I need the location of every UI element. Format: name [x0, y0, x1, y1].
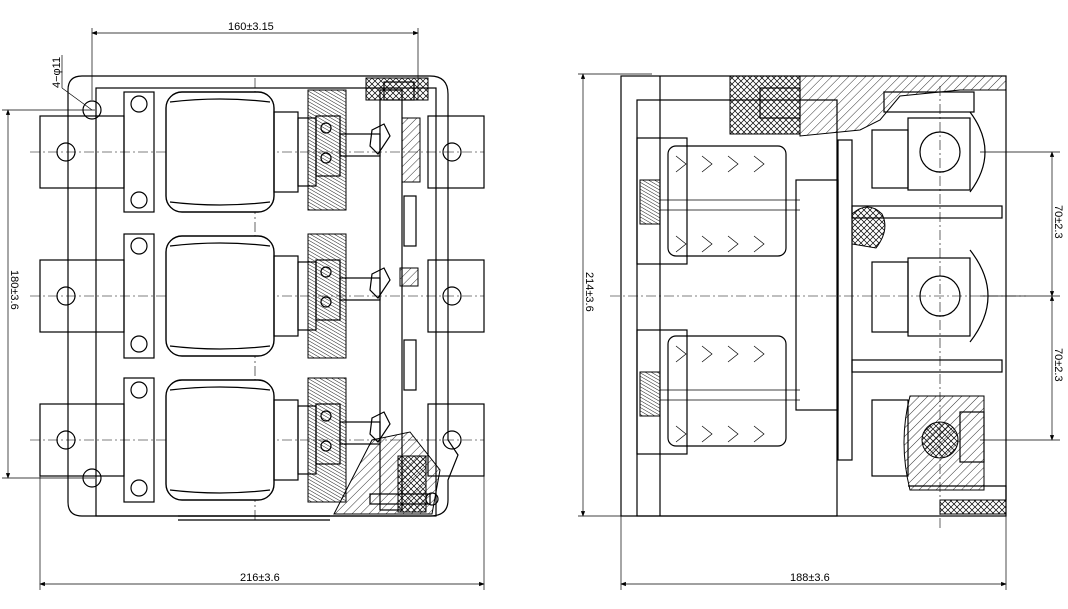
dim-height-side-label: 214±3.6	[583, 272, 595, 312]
aux-block-upper	[636, 137, 800, 265]
pole-row-3	[30, 377, 484, 503]
side-view: 214±3.6 70±2.3 70±2.3 188±3.6	[578, 73, 1064, 590]
base-plate	[67, 75, 459, 517]
dim-width-bottom-label: 216±3.6	[240, 572, 280, 584]
pole-row-2	[30, 233, 484, 359]
front-view: 160±3.15 4−φ11 180±3.6 216±3.6	[2, 21, 485, 590]
right-terminals	[427, 115, 485, 477]
hole-callout-label: 4−φ11	[51, 57, 63, 88]
clamp-middle	[871, 249, 989, 343]
dim-height-left: 180±3.6	[2, 109, 95, 479]
dim-pitch: 70±2.3 70±2.3	[980, 151, 1064, 441]
dim-pitch-upper-label: 70±2.3	[1052, 205, 1064, 239]
dim-depth-label: 188±3.6	[790, 572, 830, 584]
dim-width-top: 160±3.15	[91, 21, 419, 100]
dim-height-side: 214±3.6	[578, 73, 652, 517]
aux-block-lower	[636, 329, 800, 455]
hole-callout: 4−φ11	[51, 55, 93, 111]
clamp-upper	[871, 111, 986, 193]
clamp-lower	[871, 395, 985, 491]
dim-pitch-lower-label: 70±2.3	[1052, 348, 1064, 382]
top-section	[799, 75, 1007, 137]
dim-height-left-label: 180±3.6	[8, 270, 20, 310]
dim-width-top-label: 160±3.15	[228, 21, 274, 33]
